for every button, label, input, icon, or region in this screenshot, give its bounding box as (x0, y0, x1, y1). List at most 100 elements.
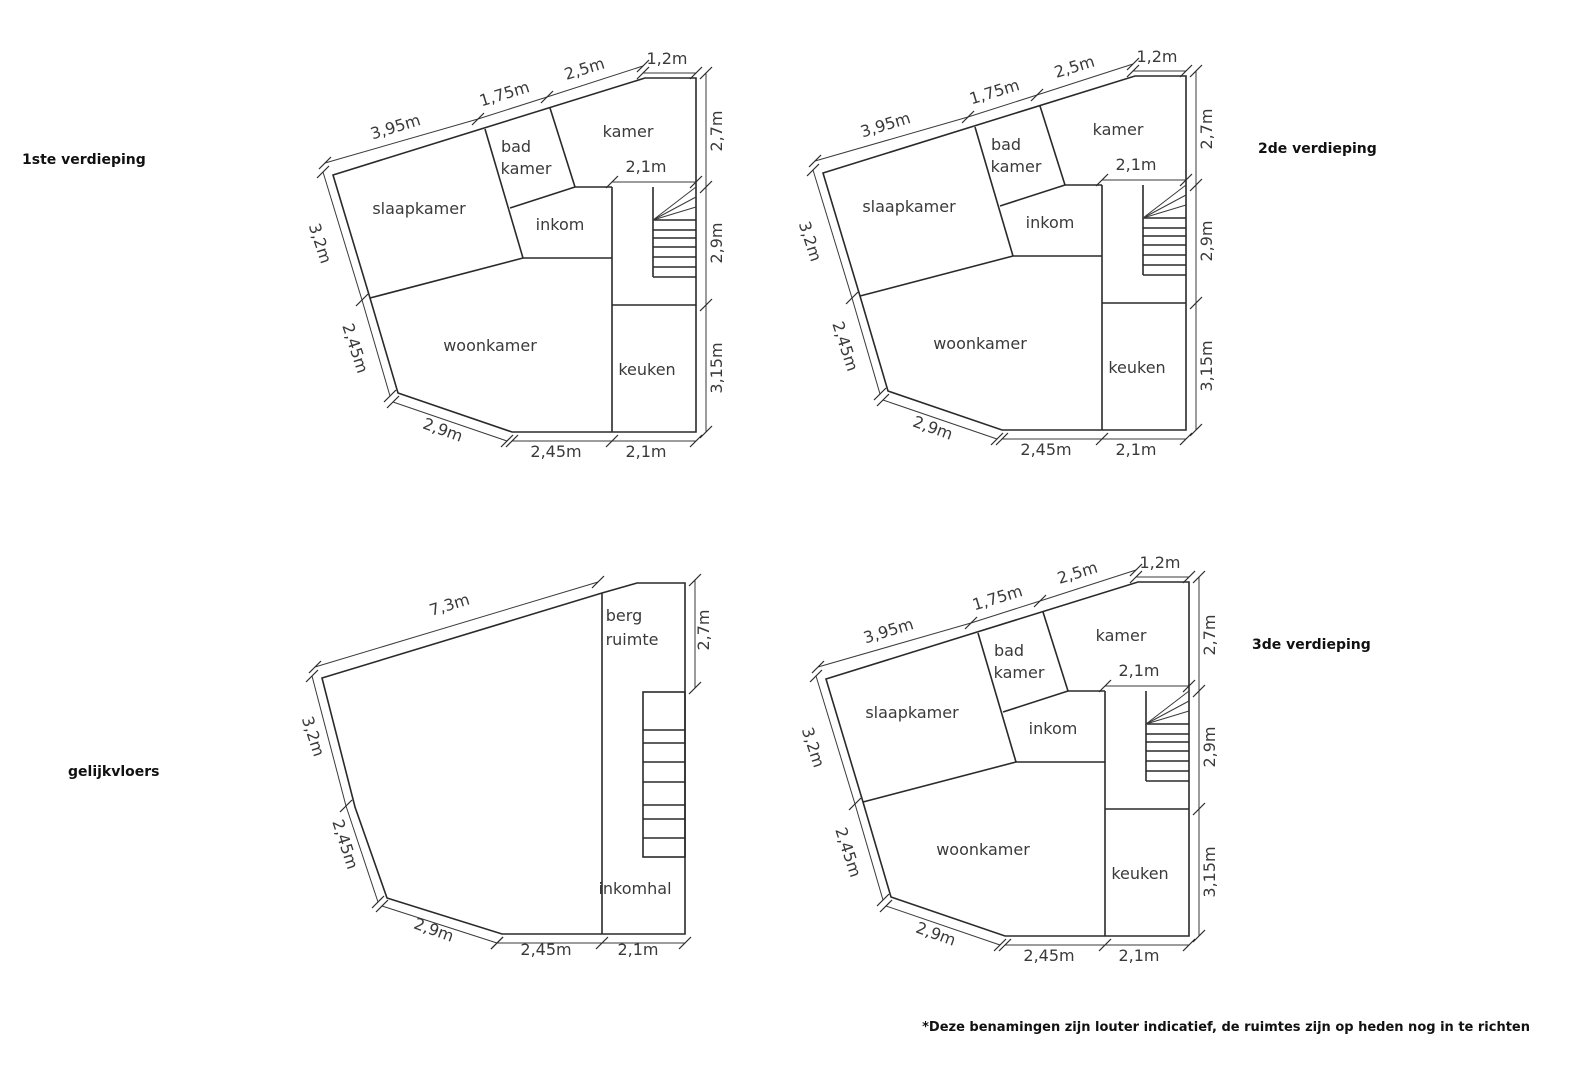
dimension-tick (1192, 570, 1206, 584)
dimension-tick (1182, 570, 1196, 584)
dimension-tick (1098, 938, 1112, 952)
dimension-tick (1179, 173, 1193, 187)
stair-winder (1145, 700, 1190, 725)
interior-wall (862, 761, 1017, 803)
interior-wall (999, 184, 1066, 207)
dimension-tick (505, 434, 519, 448)
dimension-tick (808, 154, 822, 168)
room-label-keuken: keuken (1111, 864, 1168, 883)
dim-label-bottom1: 2,45m (520, 940, 571, 959)
room-label-woonkamer: woonkamer (936, 840, 1030, 859)
room-label-slaapkamer: slaapkamer (862, 197, 956, 216)
dimension-tick (688, 681, 702, 695)
plan-title-third: 3de verdieping (1252, 637, 1371, 653)
dimension-line (311, 675, 347, 807)
dimension-tick (305, 669, 319, 683)
dimension-tick (383, 389, 397, 403)
interior-wall (1039, 105, 1066, 186)
dimension-line (314, 581, 599, 668)
dimension-tick (500, 434, 514, 448)
dim-label-top: 7,3m (427, 590, 472, 620)
dimension-line (885, 905, 1001, 946)
dimension-tick (873, 387, 887, 401)
dimension-tick (591, 575, 605, 589)
dimension-tick (1189, 423, 1203, 437)
dimension-tick (308, 660, 322, 674)
room-label-bad: bad (994, 641, 1024, 660)
dimension-tick (1192, 684, 1206, 698)
interior-wall (859, 255, 1014, 297)
dimension-line (1039, 569, 1137, 602)
dimension-tick (845, 291, 859, 305)
dim-label-left2: 2,45m (828, 319, 862, 374)
dimension-tick (1182, 938, 1196, 952)
stair-winder (1142, 194, 1187, 219)
dim-label-corner: 1,2m (646, 49, 687, 68)
dimension-tick (1192, 929, 1206, 943)
plan-title-ground: gelijkvloers (68, 764, 160, 780)
dim-label-right1: 2,7m (1197, 108, 1216, 149)
dim-label-top2: 1,75m (970, 581, 1025, 614)
room-label-badkamer: kamer (501, 159, 552, 178)
room-label-bad: bad (991, 135, 1021, 154)
room-label-berg: berg (606, 606, 642, 625)
dimension-tick (316, 165, 330, 179)
stair-winder (652, 206, 697, 221)
staircase (1142, 184, 1187, 276)
staircase (642, 691, 686, 858)
dimension-line (812, 169, 853, 299)
dimension-tick (811, 660, 825, 674)
dim-label-left2: 2,45m (328, 817, 362, 872)
room-label-badkamer: kamer (991, 157, 1042, 176)
interior-wall (1002, 690, 1069, 713)
dimension-tick (689, 66, 703, 80)
dimension-tick (1095, 432, 1109, 446)
dimension-line (324, 118, 479, 164)
interior-wall (369, 257, 524, 299)
dim-label-right3: 3,15m (1197, 340, 1216, 391)
dimension-tick (355, 293, 369, 307)
dim-label-left1: 3,2m (305, 221, 336, 266)
room-label-ruimte: ruimte (606, 630, 659, 649)
dim-label-left1: 3,2m (798, 725, 829, 770)
dimension-line (817, 622, 972, 668)
dimension-tick (688, 573, 702, 587)
room-label-kamer: kamer (1096, 626, 1147, 645)
dimension-tick (371, 895, 385, 909)
dim-label-inner: 2,1m (625, 157, 666, 176)
dimension-line (967, 94, 1038, 118)
dimension-tick (1033, 594, 1047, 608)
dim-label-inner: 2,1m (1118, 661, 1159, 680)
room-label-kamer: kamer (1093, 120, 1144, 139)
dimension-line (1036, 63, 1134, 96)
room-label-inkom: inkom (536, 215, 585, 234)
room-label-badkamer: kamer (994, 663, 1045, 682)
interior-wall (484, 128, 524, 259)
interior-wall (509, 186, 576, 209)
room-label-inkomhal: inkomhal (598, 879, 671, 898)
dim-label-bottom2: 2,1m (625, 442, 666, 461)
dimension-tick (993, 938, 1007, 952)
dim-label-bottom2: 2,1m (1115, 440, 1156, 459)
dimension-tick (1189, 296, 1203, 310)
dimension-tick (636, 59, 650, 73)
dimension-tick (636, 66, 650, 80)
stair-winder (652, 186, 697, 221)
plan-title-second: 2de verdieping (1258, 141, 1377, 157)
dim-label-top1: 3,95m (861, 614, 916, 647)
dimension-tick (1182, 679, 1196, 693)
dimension-tick (964, 616, 978, 630)
dim-label-bottom1: 2,45m (1020, 440, 1071, 459)
dimension-tick (386, 395, 400, 409)
dimension-tick (1192, 802, 1206, 816)
dimension-tick (689, 175, 703, 189)
dimension-tick (1098, 679, 1112, 693)
dimension-tick (471, 112, 485, 126)
dimension-tick (1129, 570, 1143, 584)
interior-wall (1042, 611, 1069, 692)
stair-winder (1145, 690, 1190, 725)
stair-winder (1142, 204, 1187, 219)
dim-label-corner: 1,2m (1136, 47, 1177, 66)
dimension-tick (490, 936, 504, 950)
dimension-line (381, 905, 498, 944)
